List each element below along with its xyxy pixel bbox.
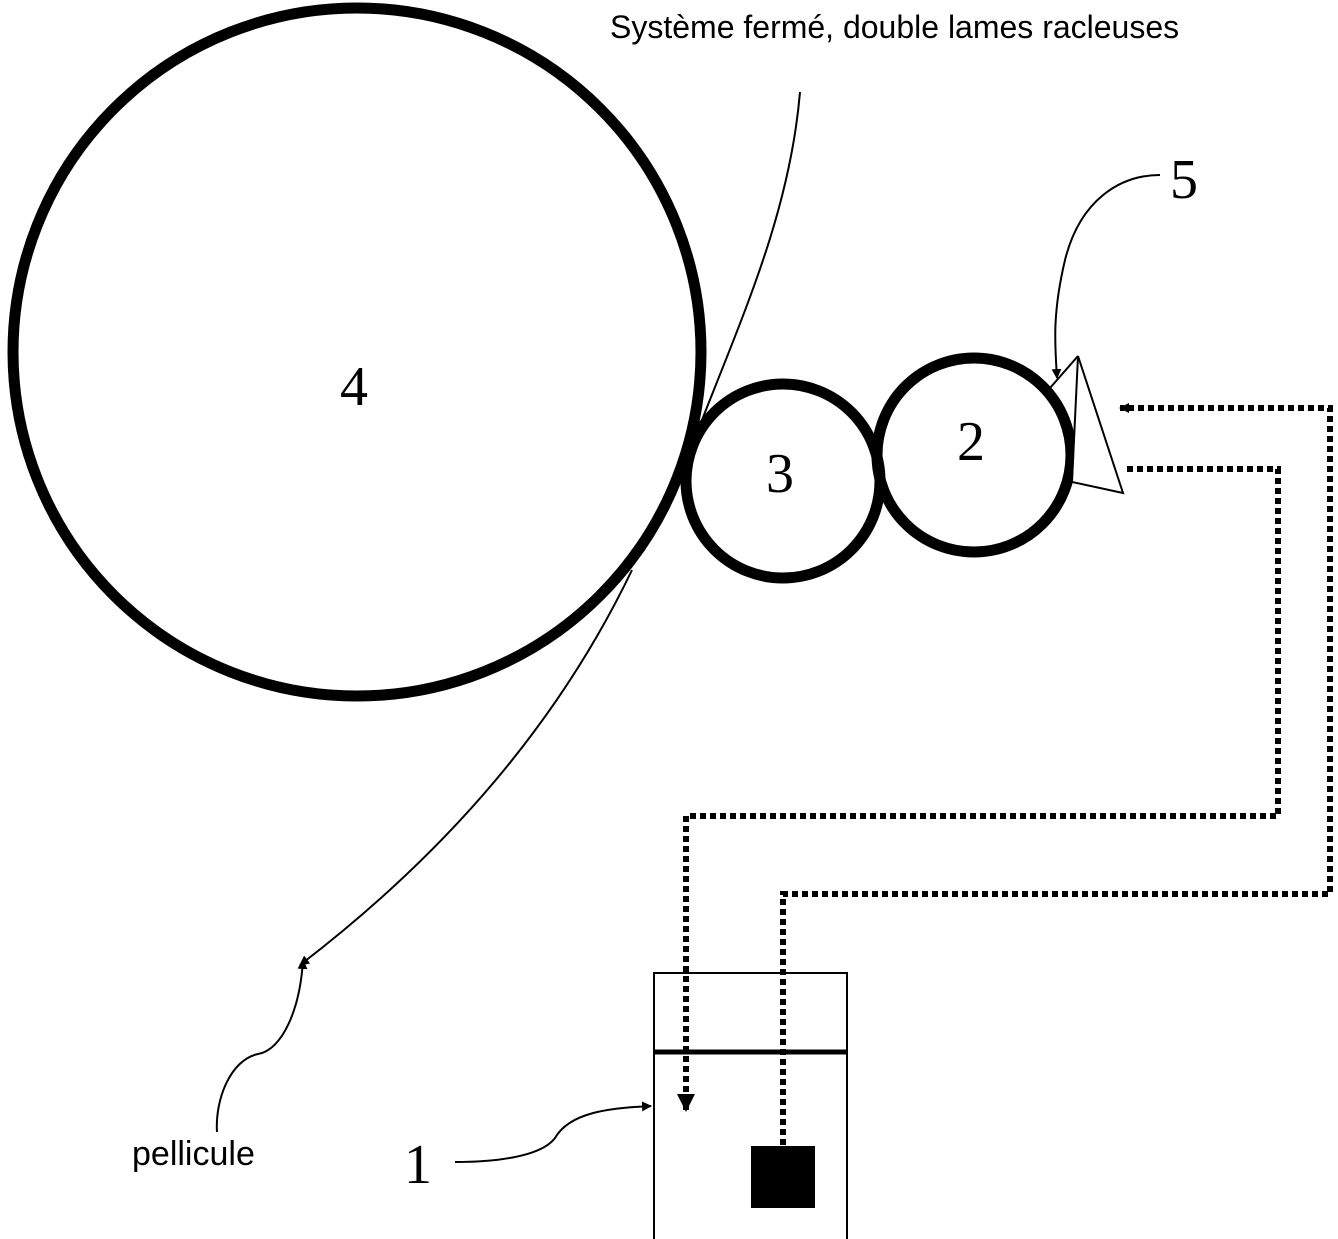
doctor-blade-chamber [1070, 355, 1125, 495]
roller-3-label: 3 [766, 443, 794, 505]
roller-2-label: 2 [957, 411, 985, 473]
ink-supply-line [780, 403, 1333, 1145]
blade-5-label: 5 [1170, 149, 1198, 211]
blade-5-leader [1051, 174, 1161, 379]
film-leader [215, 959, 308, 1133]
reservoir-1-leader [454, 1101, 652, 1163]
blade-edge [1049, 355, 1079, 389]
film-path-top [701, 91, 801, 421]
ink-return-line [677, 466, 1281, 1112]
ink-reservoir [653, 972, 848, 1239]
pump-block [751, 1146, 815, 1208]
film-label: pellicule [132, 1135, 255, 1173]
diagram-title: Système fermé, double lames racleuses [610, 9, 1179, 45]
roller-4 [7, 2, 707, 702]
roller-4-label: 4 [340, 356, 368, 418]
roller-2 [871, 352, 1077, 558]
film-path-bottom [299, 569, 633, 966]
reservoir-1-label: 1 [404, 1134, 432, 1196]
